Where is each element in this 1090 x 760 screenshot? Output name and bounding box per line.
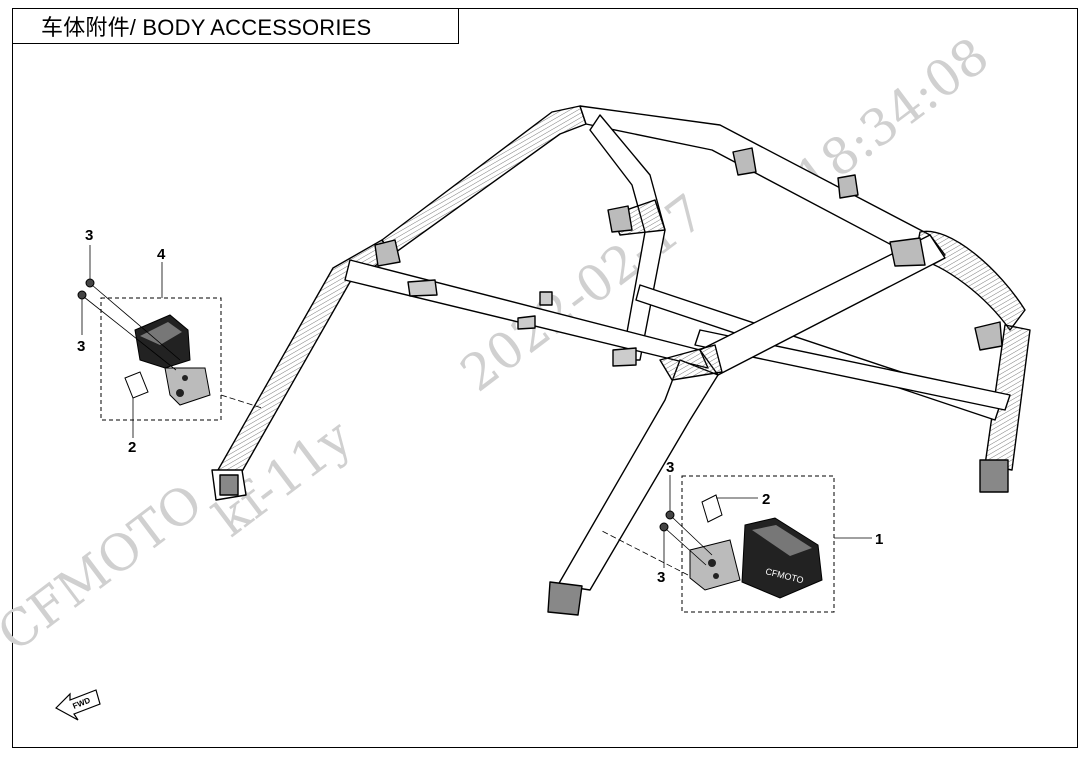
page-title-box: 车体附件/ BODY ACCESSORIES (12, 8, 459, 44)
right-pad (701, 494, 723, 523)
lower-crossbar-2 (694, 329, 1011, 411)
left-group-box (100, 297, 222, 421)
callout-left-mirror: 4 (157, 246, 166, 263)
bracket-top-1 (732, 147, 757, 176)
callout-right-nut-bottom: 3 (657, 569, 665, 586)
roll-cage (211, 105, 1031, 616)
bracket-mid-1 (407, 279, 438, 297)
callout-left-pad: 2 (128, 439, 136, 456)
left-mirror-bracket (164, 367, 211, 406)
bracket-right-1 (889, 237, 926, 267)
right-mirror-group: CFMOTO (599, 475, 872, 613)
left-pad (124, 371, 149, 399)
bracket-mid-4 (612, 347, 637, 367)
right-front-pillar (557, 359, 719, 591)
bracket-right-2 (974, 321, 1003, 351)
bracket-center (607, 205, 633, 233)
fwd-arrow-icon: FWD (55, 689, 101, 721)
callout-right-pad: 2 (762, 491, 770, 508)
center-brace (589, 114, 666, 361)
right-rear-foot (979, 459, 1009, 493)
bracket-top-2 (837, 174, 859, 199)
callout-left-nut-top: 3 (85, 227, 93, 244)
left-mirror-group (77, 245, 263, 438)
callout-right-nut-top: 3 (666, 459, 674, 476)
page-title: 车体附件/ BODY ACCESSORIES (41, 15, 372, 40)
diagram-frame (12, 8, 1078, 748)
callout-left-nut-bottom: 3 (77, 338, 85, 355)
bracket-mid-2 (539, 291, 553, 306)
left-upper-tube (381, 105, 587, 256)
right-group-box (681, 475, 835, 613)
bracket-mid-3 (517, 315, 536, 330)
right-mirror-housing (741, 517, 823, 599)
callout-right-mirror: 1 (875, 531, 883, 548)
bracket-left (374, 239, 401, 267)
